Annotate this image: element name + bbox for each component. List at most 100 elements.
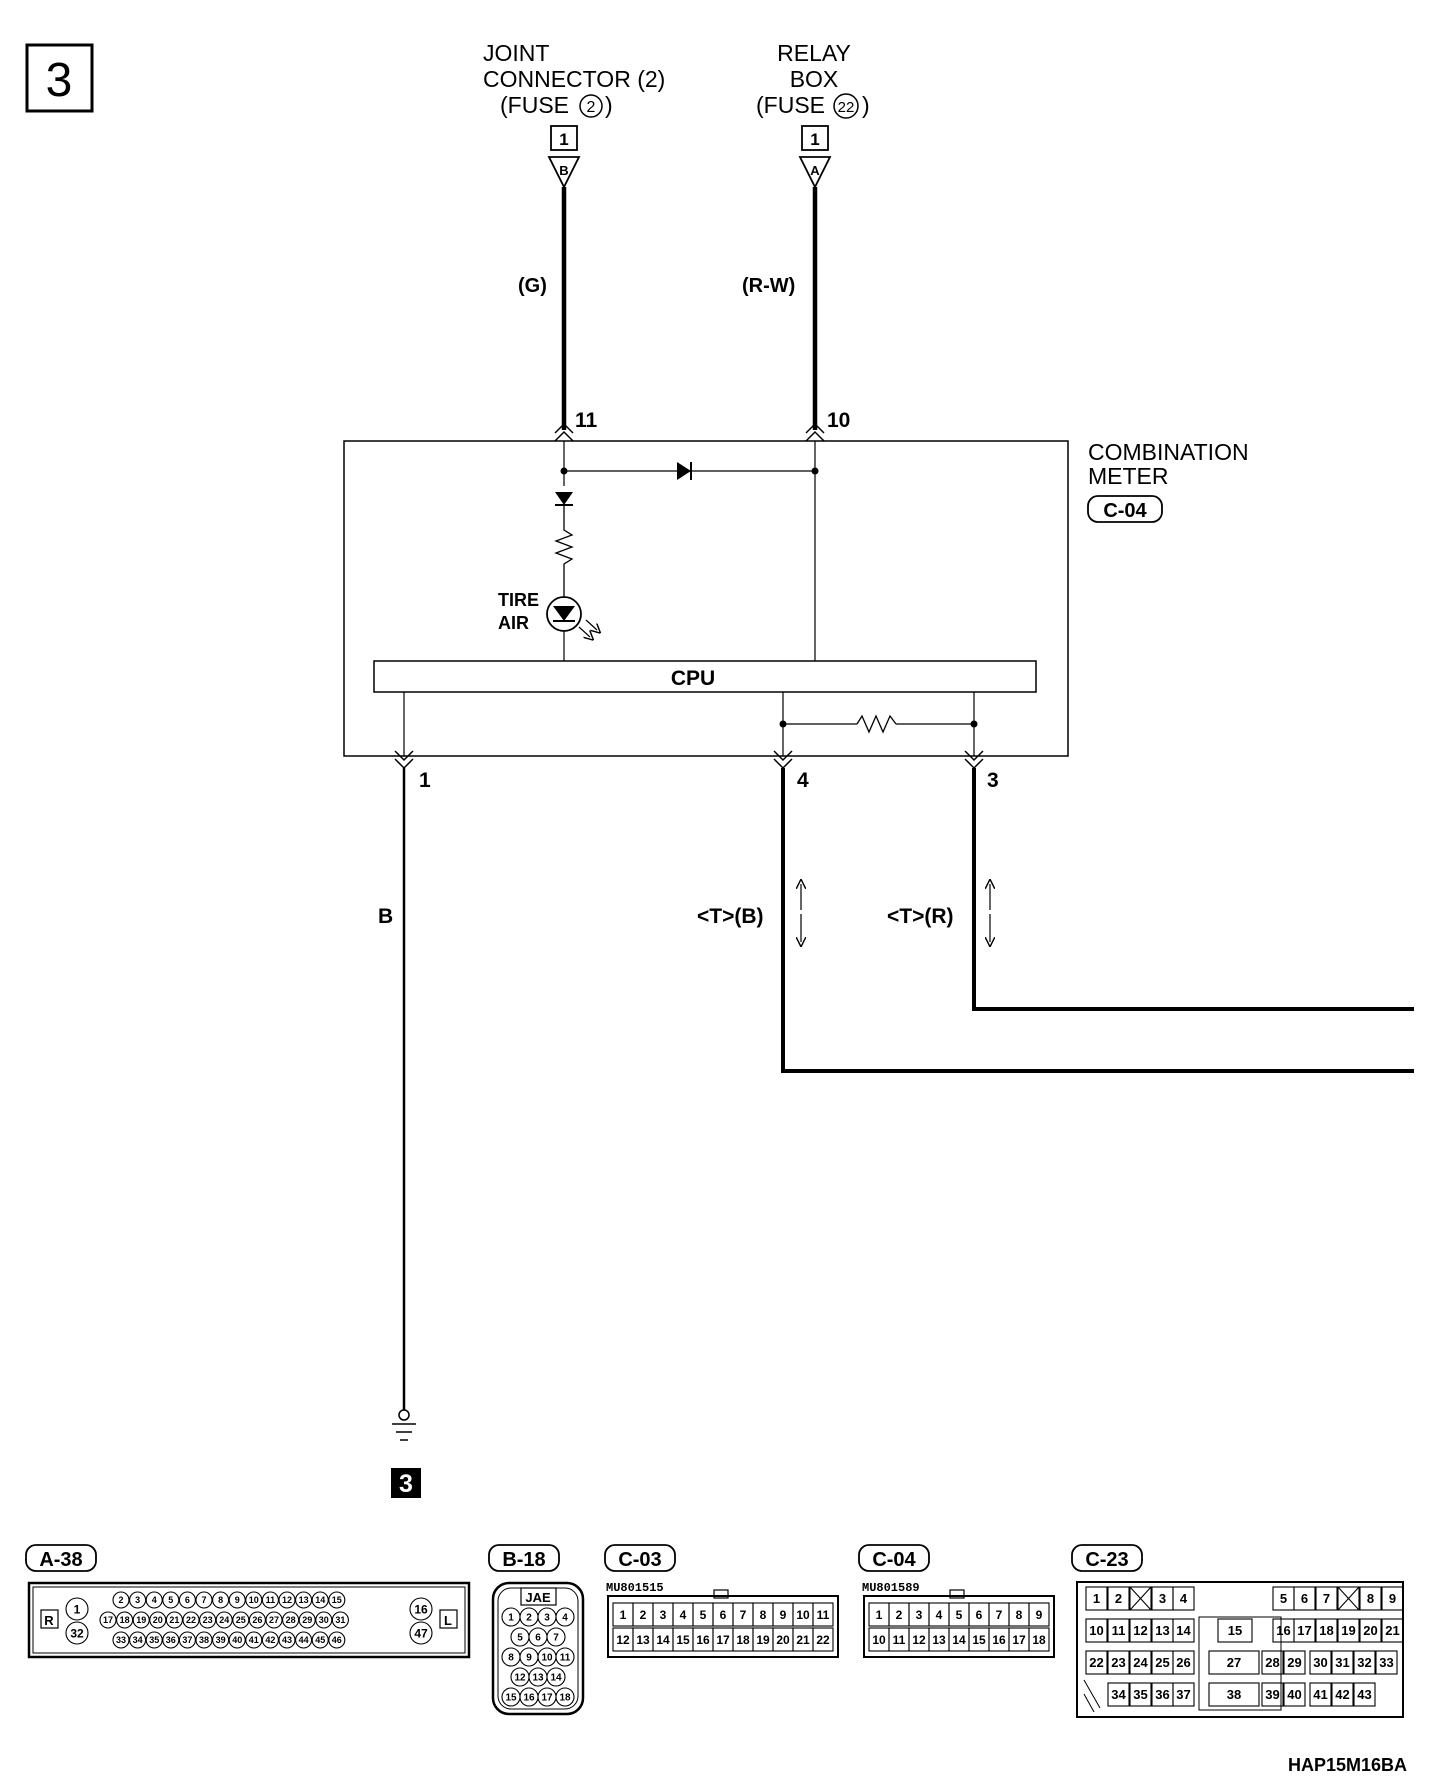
- blank-pin-cell: [1337, 1586, 1360, 1611]
- pin-label: 1: [876, 1608, 883, 1622]
- fuse-number-circle: [579, 94, 603, 118]
- pin-label: 18: [736, 1633, 750, 1647]
- pin-label: 18: [1319, 1623, 1333, 1638]
- page-number: 3: [25, 43, 94, 113]
- pin-label: 7: [201, 1595, 206, 1605]
- pin-label: 23: [1111, 1655, 1125, 1670]
- pin-cell: [1129, 1650, 1152, 1675]
- pin-circle: [282, 1611, 300, 1629]
- pin-cell: [1359, 1586, 1382, 1611]
- svg-text:R: R: [44, 1613, 54, 1628]
- pin-circle: [145, 1631, 163, 1649]
- pin-number: 11: [575, 409, 598, 432]
- pin-label: 30: [319, 1615, 329, 1625]
- pin-label: 40: [232, 1635, 242, 1645]
- pin-label: 6: [535, 1633, 541, 1644]
- pin-label: 6: [976, 1608, 983, 1622]
- ground-icon: [392, 1409, 416, 1441]
- pin-cell: [812, 1627, 834, 1652]
- pin-circle: [112, 1631, 130, 1649]
- pin-circle: [261, 1591, 279, 1609]
- pin-label: 13: [932, 1633, 946, 1647]
- svg-text:B: B: [559, 163, 568, 178]
- svg-text:CPU: CPU: [671, 667, 715, 690]
- pin-label: 17: [103, 1615, 113, 1625]
- pin-label: 21: [1385, 1623, 1399, 1638]
- pin-label: 16: [1276, 1623, 1290, 1638]
- pin-chevron: [554, 422, 574, 442]
- pin-label: 2: [1115, 1591, 1122, 1606]
- pin-circle: [178, 1591, 196, 1609]
- pin-label: 8: [760, 1608, 767, 1622]
- pin-number: 4: [797, 769, 809, 792]
- pin-label: 36: [166, 1635, 176, 1645]
- pin-label: 22: [816, 1633, 830, 1647]
- pin-circle: [162, 1591, 180, 1609]
- pin-label: 8: [1016, 1608, 1023, 1622]
- pin-label: 42: [1335, 1687, 1349, 1702]
- pin-circle: [409, 1621, 433, 1645]
- svg-text:C-23: C-23: [1085, 1549, 1128, 1571]
- svg-text:1: 1: [559, 130, 568, 149]
- pin-label: 9: [1389, 1591, 1396, 1606]
- pin-label: 13: [1155, 1623, 1169, 1638]
- pin-label: 37: [182, 1635, 192, 1645]
- pin-label: 21: [796, 1633, 810, 1647]
- pin-cell: [1331, 1682, 1354, 1707]
- pin-label: 17: [1297, 1623, 1311, 1638]
- junction-dot: [560, 467, 568, 475]
- pin-label: 18: [559, 1693, 571, 1704]
- pin-label: 34: [1111, 1687, 1126, 1702]
- pin-circle: [195, 1631, 213, 1649]
- pin-circle: [311, 1591, 329, 1609]
- pin-label: 41: [249, 1635, 259, 1645]
- pin-circle: [228, 1631, 246, 1649]
- pin-circle: [215, 1611, 233, 1629]
- wire-color-label: (G): [518, 275, 547, 297]
- pin-label: 45: [315, 1635, 325, 1645]
- wire-can-black: [781, 768, 1414, 1073]
- latch-detail: [1083, 1679, 1101, 1713]
- pin-circle: [195, 1591, 213, 1609]
- pin-label: 12: [912, 1633, 926, 1647]
- pin-cell: [1107, 1586, 1130, 1611]
- pin-label: 11: [266, 1595, 276, 1605]
- svg-text:JAE: JAE: [525, 1590, 551, 1605]
- pin-circle: [295, 1631, 313, 1649]
- pin-label: 33: [1379, 1655, 1393, 1670]
- pin-circle: [65, 1597, 89, 1621]
- pin-circle: [248, 1611, 266, 1629]
- svg-text:A: A: [810, 163, 820, 178]
- pin-cell: [1172, 1650, 1195, 1675]
- pin-cell: [1309, 1682, 1332, 1707]
- svg-text:C-04: C-04: [872, 1549, 916, 1571]
- pin-cell: [1381, 1618, 1404, 1643]
- svg-text:B-18: B-18: [502, 1549, 545, 1571]
- pin-label: 25: [1155, 1655, 1169, 1670]
- pin-label: 5: [1280, 1591, 1287, 1606]
- pin-circle: [182, 1611, 200, 1629]
- pin-circle: [546, 1627, 566, 1647]
- pin-label: 12: [282, 1595, 292, 1605]
- pin-label: 15: [972, 1633, 986, 1647]
- pin-label: 12: [514, 1673, 526, 1684]
- pin-label: 5: [956, 1608, 963, 1622]
- pin-label: 15: [505, 1693, 517, 1704]
- pin-cell: [1331, 1650, 1354, 1675]
- junction-dot: [779, 720, 787, 728]
- pin-circle: [328, 1591, 346, 1609]
- pin-label: 32: [1357, 1655, 1371, 1670]
- pin-label: 4: [1180, 1591, 1188, 1606]
- combination-meter-box: [343, 440, 1069, 757]
- pin-label: 18: [1032, 1633, 1046, 1647]
- pin-label: 10: [1089, 1623, 1103, 1638]
- pin-cell: [1353, 1650, 1376, 1675]
- wire-color-label: (R-W): [742, 275, 795, 297]
- pin-label: 14: [952, 1633, 966, 1647]
- pin-cell: [1129, 1682, 1152, 1707]
- pin-label: 26: [252, 1615, 262, 1625]
- pin-number: 3: [987, 769, 999, 792]
- pin-circle: [315, 1611, 333, 1629]
- pin-circle: [132, 1611, 150, 1629]
- blank-pin-mark: [1129, 1586, 1152, 1611]
